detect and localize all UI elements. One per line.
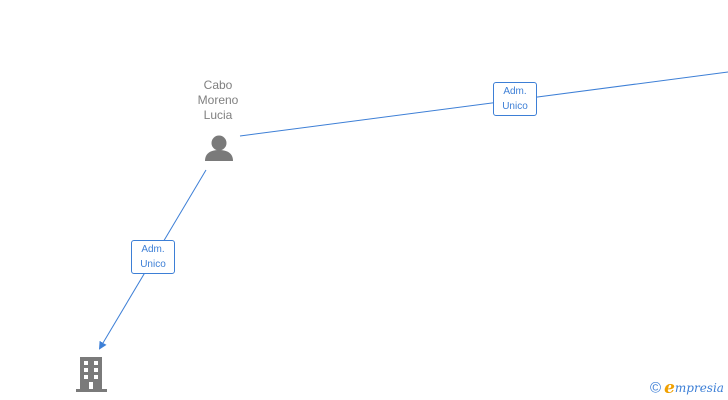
person-name[interactable]: Cabo Moreno Lucia: [188, 78, 248, 123]
brand-initial: e: [664, 378, 675, 398]
edge-label-1-line-1: Adm.: [503, 86, 527, 97]
edge-label-2-line-1: Adm.: [141, 244, 165, 255]
person-name-line-2: Moreno: [197, 93, 239, 107]
brand-name: mpresia: [674, 381, 724, 395]
edge-label-1-line-2: Unico: [502, 101, 528, 112]
edge-label-2-line-2: Unico: [140, 259, 166, 270]
person-name-line-1: Cabo: [203, 78, 233, 92]
copyright-icon: ©: [650, 379, 662, 397]
building-icon[interactable]: [76, 357, 107, 392]
empresia-logo: ©empresia: [650, 378, 728, 398]
edge-line-1: [239, 71, 728, 137]
person-icon[interactable]: [205, 135, 233, 162]
person-name-line-3: Lucia: [203, 108, 233, 122]
edge-label-2[interactable]: Adm. Unico: [131, 240, 175, 274]
edge-label-1[interactable]: Adm. Unico: [493, 82, 537, 116]
